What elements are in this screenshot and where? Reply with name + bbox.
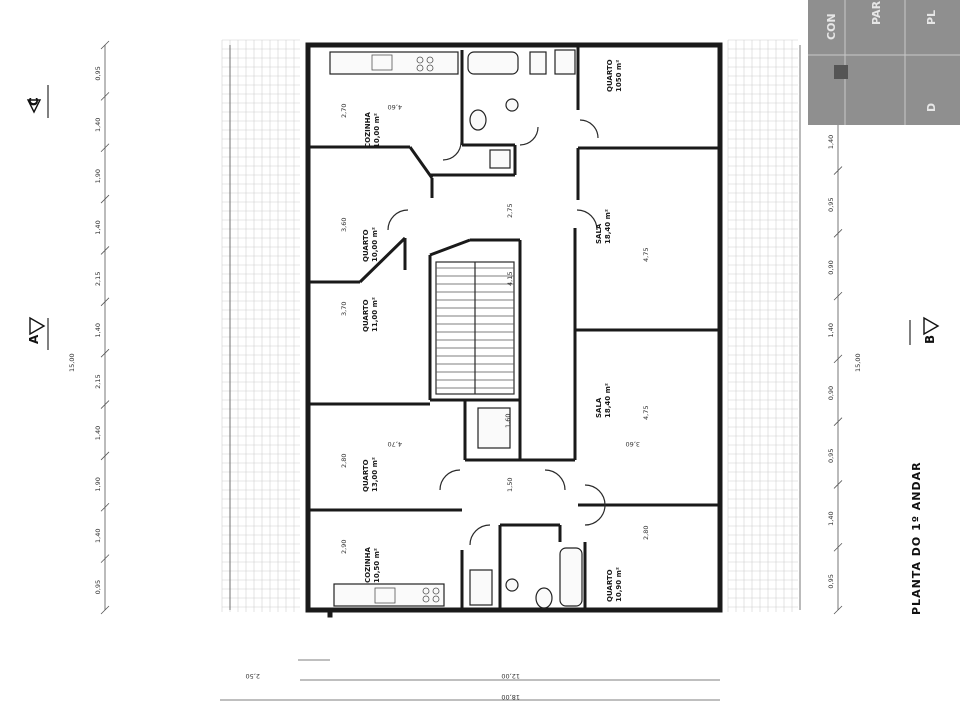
room-area-sala-top: 18,40 m²	[604, 209, 612, 244]
bottom-total-dimension: 12,00	[501, 672, 520, 680]
room-name-sala-bottom: SALA	[595, 397, 603, 418]
bathroom-fixtures	[467, 49, 583, 609]
svg-text:2,75: 2,75	[506, 204, 514, 218]
svg-text:4,60: 4,60	[388, 103, 402, 111]
section-marker-b: B	[909, 316, 940, 345]
right-total-dimension: 15,00	[854, 353, 862, 372]
title-block-stamp: CON PAR PL D	[808, 0, 960, 125]
room-name-quarto-bottom-right: QUARTO	[606, 569, 614, 602]
chain-dimension: 2,15	[94, 272, 102, 286]
chain-dimension: 1,40	[94, 323, 102, 337]
svg-text:2,70: 2,70	[340, 104, 348, 118]
chain-dimension: 1,40	[827, 135, 835, 149]
section-marker-c: C	[26, 85, 49, 118]
room-area-cozinha-top: 10,00 m²	[373, 113, 381, 148]
left-total-dimension: 15,00	[68, 353, 76, 372]
svg-text:1,60: 1,60	[504, 414, 512, 428]
interior-dimensions: 4,60 2,70 3,60 3,70 4,70 2,80 2,90 4,75 …	[340, 103, 650, 554]
stamp-text-3: PL	[925, 10, 938, 25]
room-name-cozinha-bottom: COZINHA	[364, 547, 372, 583]
chain-dimension: 1,90	[94, 169, 102, 183]
bottom-overall-dimension: 18,00	[501, 693, 520, 701]
room-area-sala-bottom: 18,40 m²	[604, 383, 612, 418]
svg-text:2,90: 2,90	[340, 540, 348, 554]
interior-walls	[310, 47, 718, 608]
left-dimension-chain: 0,95 1,40 1,90 1,40 2,15 1,40 2,15 1,40 1,90 1,40…	[94, 66, 102, 594]
section-marker-a: A	[27, 316, 49, 350]
outer-wall	[305, 42, 723, 613]
chain-dimension: 1,40	[94, 118, 102, 132]
kitchen-counter-bottom	[333, 583, 445, 607]
svg-text:4,75: 4,75	[642, 406, 650, 420]
left-hatch-grid	[221, 39, 300, 612]
room-area-quarto-4: 13,00 m²	[371, 457, 379, 492]
room-area-quarto-2: 10,00 m²	[371, 227, 379, 262]
drawing-title: PLANTA DO 1º ANDAR	[910, 461, 923, 615]
kitchen-counter-top	[329, 51, 459, 75]
svg-text:3,60: 3,60	[340, 218, 348, 232]
room-name-quarto-top-right: QUARTO	[606, 59, 614, 92]
room-labels: COZINHA 10,00 m² QUARTO 1050 m² QUARTO 1…	[362, 59, 623, 602]
chain-dimension: 0,95	[94, 66, 102, 80]
chain-dimension: 1,90	[94, 477, 102, 491]
stamp-text-2: PAR	[870, 0, 883, 25]
chain-dimension: 0,90	[827, 386, 835, 400]
section-label-a: A	[27, 334, 41, 344]
svg-text:4,70: 4,70	[388, 440, 402, 448]
room-name-sala-top: SALA	[595, 223, 603, 244]
svg-text:1,50: 1,50	[506, 478, 514, 492]
chain-dimension: 1,40	[827, 323, 835, 337]
staircase	[435, 261, 515, 395]
room-area-cozinha-bottom: 10,50 m²	[373, 548, 381, 583]
room-name-quarto-3: QUARTO	[362, 299, 370, 332]
bottom-left-dimension: 2,50	[246, 672, 260, 680]
svg-text:2,80: 2,80	[642, 526, 650, 540]
svg-text:4,15: 4,15	[506, 272, 514, 286]
stamp-text-4: D	[925, 103, 938, 112]
right-hatch-grid	[727, 39, 798, 612]
chain-dimension: 2,15	[94, 374, 102, 388]
chain-dimension: 1,40	[94, 220, 102, 234]
left-dimension-ticks	[100, 40, 110, 615]
svg-text:3,70: 3,70	[340, 302, 348, 316]
dimension-lines	[104, 45, 839, 701]
door-swings	[387, 119, 606, 546]
room-name-cozinha-top: COZINHA	[364, 112, 372, 148]
right-dimension-chain: 0,951,400,950,901,400,900,951,400,95	[827, 72, 835, 589]
chain-dimension: 1,40	[94, 528, 102, 542]
chain-dimension: 0,95	[827, 574, 835, 588]
chain-dimension: 0,95	[827, 197, 835, 211]
chain-dimension: 0,95	[94, 580, 102, 594]
room-name-quarto-4: QUARTO	[362, 459, 370, 492]
room-name-quarto-2: QUARTO	[362, 229, 370, 262]
chain-dimension: 1,40	[94, 426, 102, 440]
svg-text:2,80: 2,80	[340, 454, 348, 468]
svg-text:3,60: 3,60	[626, 440, 640, 448]
room-area-quarto-top-right: 1050 m²	[615, 60, 623, 92]
section-label-b: B	[923, 335, 937, 344]
section-label-c: C	[27, 97, 41, 106]
chain-dimension: 1,40	[827, 511, 835, 525]
room-area-quarto-bottom-right: 10,90 m²	[615, 567, 623, 602]
svg-text:4,75: 4,75	[642, 248, 650, 262]
chain-dimension: 0,95	[827, 449, 835, 463]
room-area-quarto-3: 11,00 m²	[371, 297, 379, 332]
stamp-text-1: CON	[825, 13, 838, 40]
chain-dimension: 0,90	[827, 260, 835, 274]
